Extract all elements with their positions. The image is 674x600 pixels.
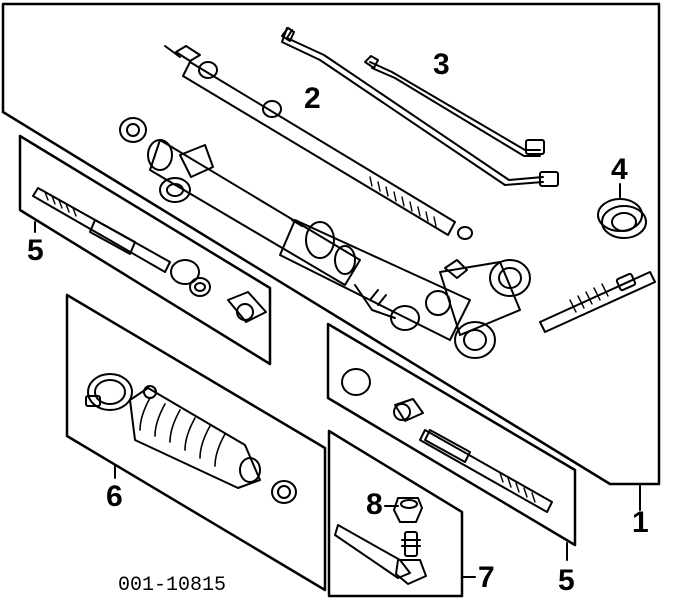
tie-rod-nut bbox=[384, 497, 423, 523]
tie-rod-box-right bbox=[326, 322, 577, 547]
part-number-label: 001-10815 bbox=[118, 574, 227, 597]
callout-7: 7 bbox=[478, 561, 495, 594]
pinion-seal bbox=[597, 183, 647, 239]
pinion-shaft bbox=[539, 271, 656, 333]
callout-4: 4 bbox=[611, 153, 628, 186]
callout-2: 2 bbox=[304, 82, 321, 115]
inner-tie-rod-left bbox=[32, 187, 267, 323]
callout-5-left: 5 bbox=[27, 234, 44, 267]
outer-tie-rod-end bbox=[334, 524, 427, 585]
pressure-lines bbox=[281, 27, 559, 187]
callout-5-right: 5 bbox=[558, 564, 575, 597]
callout-8: 8 bbox=[366, 488, 383, 521]
callout-3: 3 bbox=[433, 48, 450, 81]
callout-6: 6 bbox=[106, 480, 123, 513]
tie-rod-box-left bbox=[18, 134, 272, 366]
rack-bar bbox=[164, 45, 473, 240]
main-assembly-frame bbox=[1, 2, 661, 486]
rack-boot bbox=[85, 373, 297, 504]
callout-1: 1 bbox=[632, 506, 649, 539]
tie-rod-end-box bbox=[327, 429, 464, 598]
boot-kit-box bbox=[65, 293, 327, 592]
rack-housing bbox=[119, 117, 531, 359]
inner-tie-rod-right bbox=[341, 368, 553, 513]
